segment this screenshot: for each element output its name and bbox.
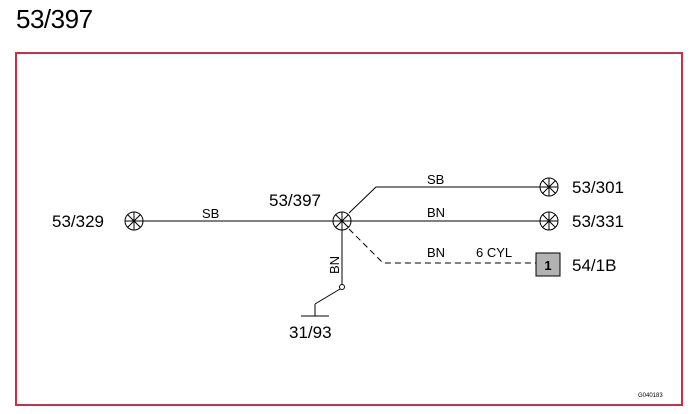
wire-label-left: SB bbox=[202, 206, 219, 221]
figure-code: G040183 bbox=[638, 393, 663, 399]
connector-label-right-box: 54/1B bbox=[572, 256, 616, 275]
connector-label-right-mid: 53/331 bbox=[572, 212, 624, 231]
connector-label-left: 53/329 bbox=[52, 212, 104, 231]
wire-label-down: BN bbox=[327, 256, 342, 274]
component-pin-label: 1 bbox=[544, 258, 551, 273]
wire-label-dashed: BN bbox=[427, 245, 445, 260]
wire-top-sb bbox=[348, 186, 540, 214]
diagram-frame bbox=[15, 52, 683, 406]
contact-terminal bbox=[339, 284, 345, 290]
wire-dashed-bn bbox=[348, 228, 536, 264]
component-box bbox=[535, 252, 561, 277]
wire-label-mid: BN bbox=[427, 205, 445, 220]
page-title: 53/397 bbox=[16, 4, 93, 34]
connector-label-right-top: 53/301 bbox=[572, 178, 624, 197]
wire-note-dashed: 6 CYL bbox=[476, 245, 512, 260]
connector-label-center: 53/397 bbox=[269, 191, 321, 210]
wire-label-top: SB bbox=[427, 172, 444, 187]
switch-blade bbox=[314, 288, 341, 305]
connector-symbol-right-top bbox=[539, 177, 559, 197]
connector-symbol-center bbox=[332, 211, 352, 231]
connector-symbol-left bbox=[124, 211, 144, 231]
connector-symbol-right-mid bbox=[539, 211, 559, 231]
ground-label: 31/93 bbox=[289, 323, 332, 342]
